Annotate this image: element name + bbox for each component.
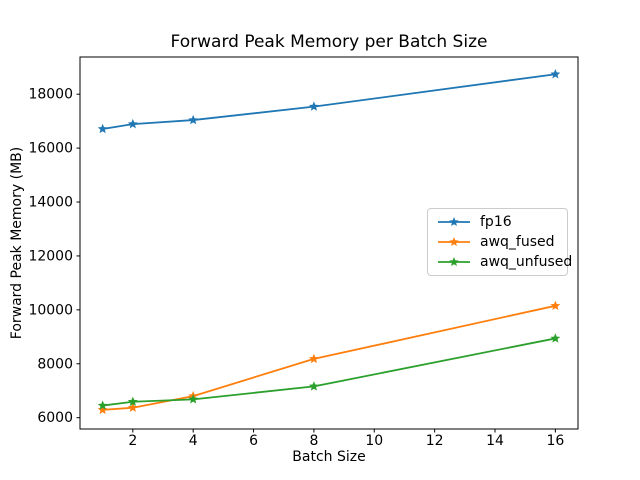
- x-tick-label: 12: [426, 433, 444, 449]
- legend-line-sample-awq_fused: [438, 237, 470, 247]
- y-tick-label: 10000: [28, 302, 73, 318]
- y-tick-label: 8000: [37, 356, 73, 372]
- chart-title: Forward Peak Memory per Batch Size: [170, 32, 488, 52]
- legend-entry-awq_fused: awq_fused: [437, 235, 558, 249]
- x-tick-label: 2: [128, 433, 137, 449]
- y-tick-label: 12000: [28, 248, 73, 264]
- legend-line-sample-awq_unfused: [438, 257, 470, 267]
- x-tick-label: 14: [486, 433, 504, 449]
- series-marker-fp16: [308, 101, 319, 111]
- y-tick-label: 16000: [28, 141, 73, 157]
- legend-label-fp16: fp16: [480, 214, 512, 230]
- series-marker-fp16: [550, 69, 561, 79]
- y-tick-label: 18000: [28, 87, 73, 103]
- x-tick-label: 4: [189, 433, 198, 449]
- legend: fp16 awq_fused awq_unfused: [427, 208, 572, 276]
- series-line-fp16: [102, 73, 556, 130]
- legend-star-icon: [449, 217, 459, 227]
- series-marker-fp16: [188, 114, 199, 125]
- series-marker-awq_fused: [550, 300, 561, 311]
- legend-label-awq_unfused: awq_unfused: [480, 254, 573, 270]
- legend-line-sample-fp16: [438, 217, 470, 227]
- series-marker-awq_fused: [127, 402, 138, 412]
- x-tick-label: 8: [309, 433, 318, 449]
- series-marker-awq_fused: [308, 353, 319, 364]
- legend-entry-awq_unfused: awq_unfused: [437, 255, 572, 269]
- y-tick-label: 14000: [28, 195, 73, 211]
- legend-label-awq_fused: awq_fused: [480, 234, 555, 250]
- series-marker-awq_unfused: [308, 381, 319, 391]
- series-line-awq_unfused: [102, 337, 556, 407]
- series-marker-fp16: [127, 118, 138, 129]
- x-tick-label: 16: [546, 433, 564, 449]
- legend-star-icon: [449, 237, 459, 247]
- y-axis-label: Forward Peak Memory (MB): [9, 146, 25, 340]
- series-marker-awq_unfused: [550, 333, 561, 343]
- legend-entry-fp16: fp16: [437, 215, 558, 229]
- series-marker-fp16: [97, 123, 108, 134]
- series-marker-awq_unfused: [97, 400, 108, 410]
- series-marker-awq_fused: [97, 404, 108, 415]
- legend-star-icon: [449, 257, 459, 267]
- series-marker-awq_unfused: [127, 396, 138, 406]
- y-tick-label: 6000: [37, 410, 73, 426]
- series-line-awq_fused: [102, 304, 556, 411]
- x-tick-label: 6: [249, 433, 258, 449]
- x-tick-label: 10: [365, 433, 383, 449]
- series-marker-awq_unfused: [188, 394, 199, 404]
- x-axis-label: Batch Size: [292, 449, 366, 465]
- axes-frame: [79, 56, 579, 430]
